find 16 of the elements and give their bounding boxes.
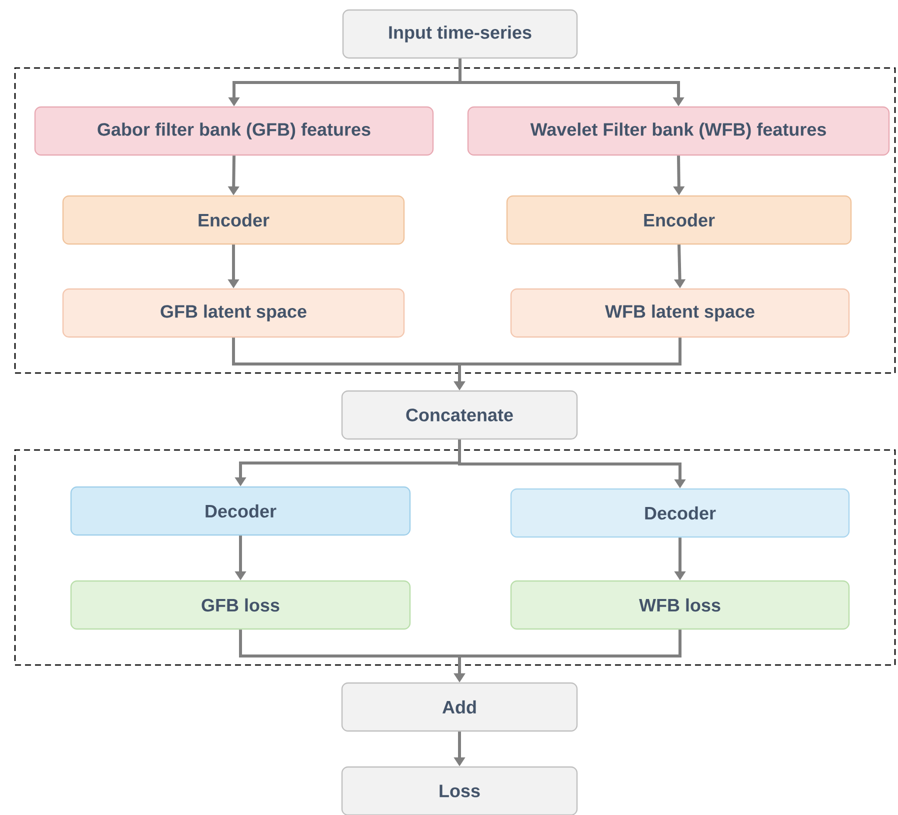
process-box: Wavelet Filter bank (WFB) features [467, 106, 890, 156]
process-box: Add [341, 682, 578, 732]
process-box: Input time-series [342, 9, 578, 59]
process-box: Encoder [62, 195, 405, 245]
process-box: GFB latent space [62, 288, 405, 338]
process-box: Decoder [70, 486, 411, 536]
process-box: WFB loss [510, 580, 850, 630]
process-box: Loss [341, 766, 578, 815]
process-box: Concatenate [341, 390, 578, 440]
process-box: Decoder [510, 488, 850, 538]
dashed-group-box [14, 67, 896, 374]
process-box: WFB latent space [510, 288, 850, 338]
dashed-group-box [14, 449, 896, 666]
process-box: Gabor filter bank (GFB) features [34, 106, 434, 156]
process-box: Encoder [506, 195, 852, 245]
process-box: GFB loss [70, 580, 411, 630]
